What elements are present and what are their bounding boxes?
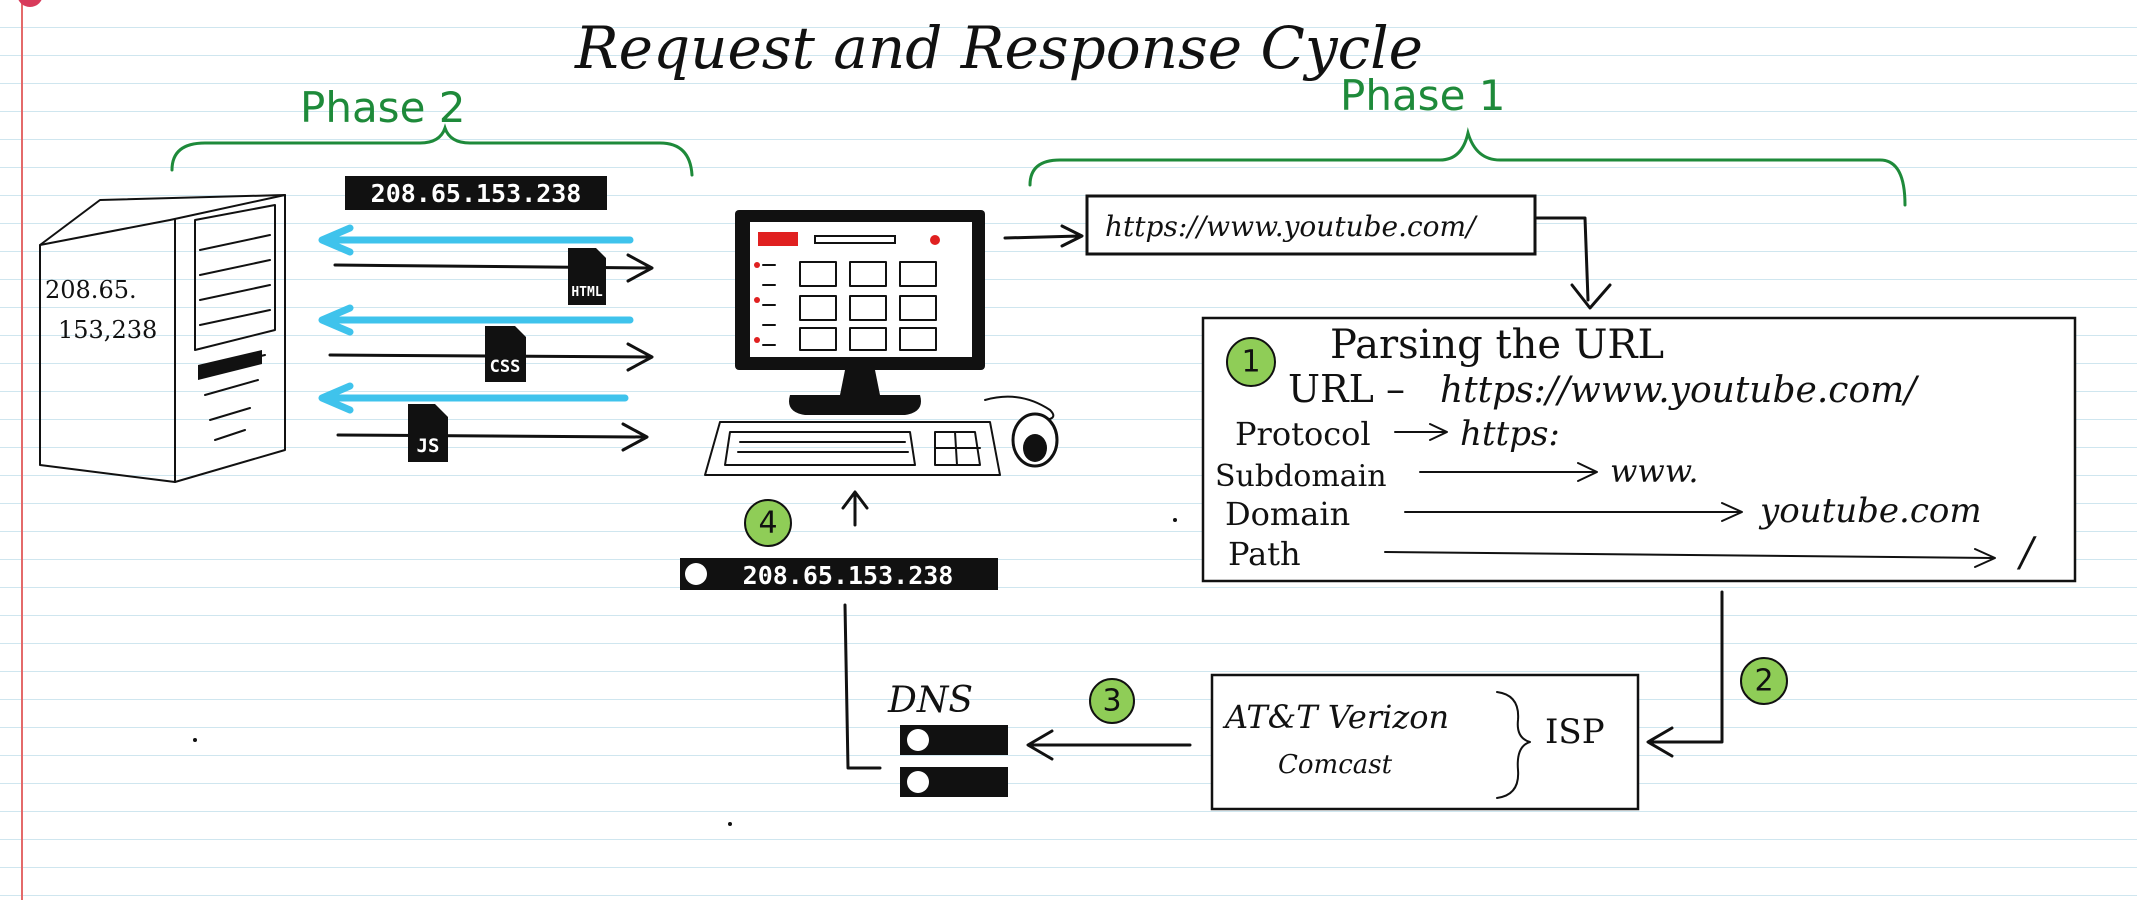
server-ip-line-2: 153,238 xyxy=(58,316,157,344)
domain-row-arrow xyxy=(1404,502,1743,522)
step-4-badge xyxy=(744,499,792,547)
desktop-computer-icon xyxy=(704,210,1059,476)
protocol-row-arrow xyxy=(1394,423,1448,441)
file-tag-js: JS xyxy=(417,435,440,457)
file-icon-css: CSS xyxy=(485,326,526,382)
server-tower-icon xyxy=(39,194,286,483)
browser-url-box: https://www.youtube.com/ xyxy=(1085,194,1537,256)
subdomain-row-value: www. xyxy=(1610,452,1699,490)
dns-label: DNS xyxy=(887,680,973,721)
request-arrow-1 xyxy=(318,224,634,256)
server-ip-badge: 208.65.153.238 xyxy=(345,176,607,210)
dns-ip-badge-text: 208.65.153.238 xyxy=(743,561,954,590)
domain-row-label: Domain xyxy=(1225,495,1350,533)
dns-ip-badge: 208.65.153.238 xyxy=(680,558,998,590)
notebook-margin-dot xyxy=(18,0,42,7)
dns-server-icon xyxy=(900,725,1008,797)
file-icon-js: JS xyxy=(408,404,448,462)
request-arrow-2 xyxy=(318,304,634,336)
isp-providers-line-1: AT&T Verizon xyxy=(1222,698,1449,736)
request-arrow-3 xyxy=(318,382,629,414)
isp-panel: AT&T Verizon Comcast ISP xyxy=(1210,673,1640,811)
browser-url-text: https://www.youtube.com/ xyxy=(1105,210,1478,243)
step-3-badge-text: 3 xyxy=(1102,684,1121,719)
path-row-label: Path xyxy=(1228,535,1301,573)
phase-2-brace xyxy=(170,123,694,177)
file-tag-html: HTML xyxy=(571,285,602,300)
parsing-heading: Parsing the URL xyxy=(1330,322,1664,368)
phase-1-label: Phase 1 xyxy=(1340,71,1505,120)
file-icon-html: HTML xyxy=(568,248,606,305)
response-arrow-js xyxy=(336,422,649,452)
step-3-badge xyxy=(1089,678,1135,724)
domain-row-value: youtube.com xyxy=(1758,491,1982,531)
isp-brace xyxy=(1496,691,1531,799)
protocol-row-value: https: xyxy=(1460,414,1560,454)
file-tag-css: CSS xyxy=(490,357,521,377)
server-ip-line-1: 208.65. xyxy=(45,276,137,304)
phase-1-brace xyxy=(1028,127,1907,207)
path-row-value: / xyxy=(2016,530,2037,576)
url-row-value: https://www.youtube.com/ xyxy=(1440,370,1920,411)
arrow-url-to-parsing xyxy=(1535,216,1612,310)
step-2-badge xyxy=(1740,657,1788,705)
arrow-computer-to-url xyxy=(1003,224,1084,248)
path-row-arrow xyxy=(1384,548,1996,568)
arrow-isp-to-dns xyxy=(1026,729,1192,761)
isp-providers-line-2: Comcast xyxy=(1278,750,1393,780)
parsing-panel: 1 Parsing the URL URL – https://www.yout… xyxy=(1201,316,2077,583)
subdomain-row-arrow xyxy=(1419,462,1598,482)
phase-2-label: Phase 2 xyxy=(300,83,465,132)
step-4-badge-text: 4 xyxy=(758,506,777,541)
arrow-parsing-to-isp xyxy=(1646,590,1724,758)
step-2-badge-text: 2 xyxy=(1754,664,1773,699)
arrow-dns-to-computer xyxy=(841,490,882,770)
isp-label: ISP xyxy=(1545,712,1605,752)
diagram-title: Request and Response Cycle xyxy=(574,14,1423,82)
server-ip-badge-text: 208.65.153.238 xyxy=(371,179,582,208)
url-row-label: URL – xyxy=(1288,367,1405,411)
subdomain-row-label: Subdomain xyxy=(1215,459,1387,494)
protocol-row-label: Protocol xyxy=(1235,415,1371,453)
step-1-badge-text: 1 xyxy=(1241,345,1260,380)
